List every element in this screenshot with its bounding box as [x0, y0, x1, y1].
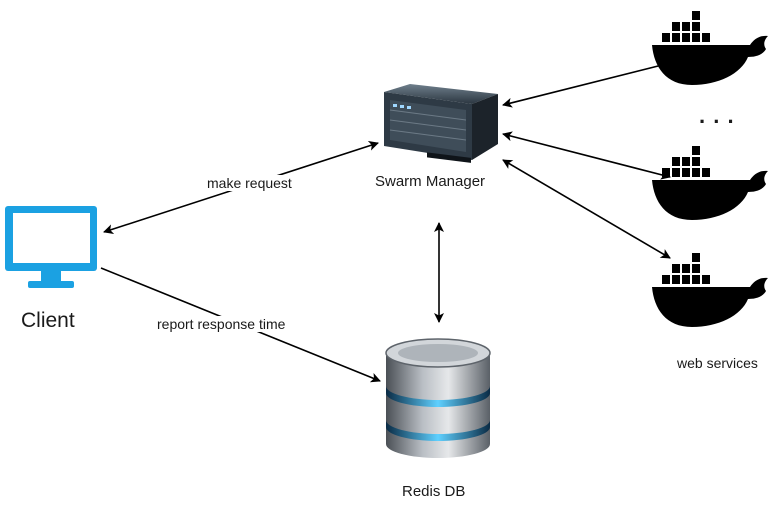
docker-whale-icon: [652, 11, 768, 85]
services-ellipsis: . . .: [699, 103, 735, 128]
manager-label: Swarm Manager: [375, 173, 486, 190]
docker-whale-icon: [652, 146, 768, 220]
docker-whale-icon: [652, 253, 768, 327]
edge-manager-service-3: [502, 159, 671, 259]
database-icon: [385, 338, 491, 458]
report-response-time-label: report response time: [155, 316, 288, 332]
redis-label: Redis DB: [402, 483, 466, 500]
monitor-icon: [5, 206, 97, 288]
make-request-label: make request: [205, 175, 294, 191]
server-icon: [384, 84, 498, 163]
services-label: web services: [677, 355, 758, 371]
edge-manager-service-2: [502, 131, 671, 180]
edge-manager-service-1: [502, 60, 671, 108]
client-label: Client: [21, 309, 75, 332]
